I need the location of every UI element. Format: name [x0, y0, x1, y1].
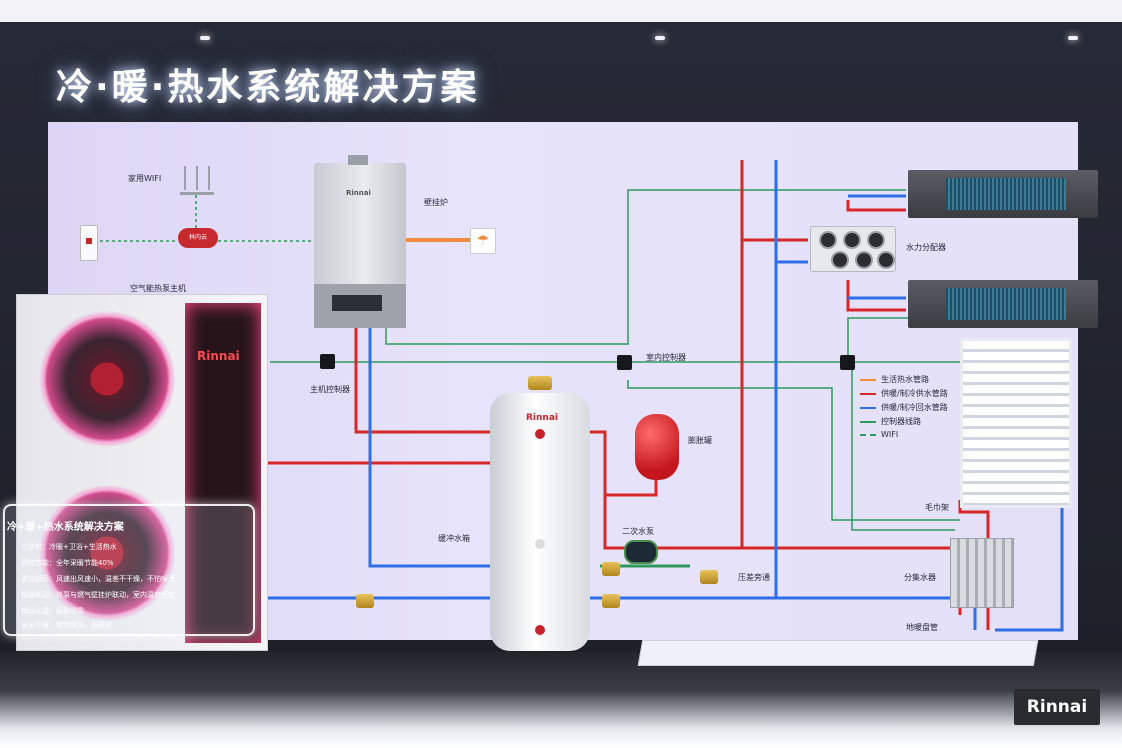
label-home-wifi: 家用WIFI: [128, 174, 162, 183]
label-indoor-controller: 室内控制器: [646, 353, 686, 362]
legend-item-wifi: WIFI: [860, 430, 898, 440]
label-water-distributor: 水力分配器: [906, 243, 946, 252]
heat-pump-fan-upper: [39, 311, 175, 447]
zone-controller: [840, 355, 855, 370]
air-source-heat-pump: Rinnai: [16, 294, 268, 651]
towel-rack: [960, 338, 1072, 508]
fan-coil-unit-lower: [908, 280, 1098, 328]
label-buffer-tank: 缓冲水箱: [438, 534, 470, 543]
label-host-controller: 主机控制器: [310, 385, 350, 394]
shower-icon: ☂: [470, 228, 496, 254]
brass-valve: [356, 594, 374, 608]
legend-item-return: 供暖/制冷回水管路: [860, 402, 948, 412]
expansion-tank: [635, 414, 679, 480]
fan-coil-unit-upper: [908, 170, 1098, 218]
heat-pump-interior: [185, 303, 261, 643]
secondary-pump: [624, 540, 658, 564]
ceiling-spotlight: [200, 36, 210, 40]
water-distributor: [810, 226, 896, 272]
boiler-display: [332, 295, 382, 311]
tank-fitting: [535, 539, 545, 549]
label-bypass: 压差旁通: [738, 573, 770, 582]
corner-logo: Rinnai: [1014, 689, 1100, 725]
buffer-tank: Rinnai: [490, 393, 590, 651]
floor-manifold: [950, 538, 1014, 608]
indoor-controller: [617, 355, 632, 370]
label-manifold: 分集水器: [904, 573, 936, 582]
ceiling: [0, 0, 1122, 22]
info-card-line: 智能联动：热泵与燃气壁挂炉联动，室内温度恒定: [21, 591, 175, 599]
wall-hung-boiler: Rinnai: [314, 163, 406, 328]
bypass-valve: [700, 570, 718, 584]
boiler-panel: [314, 284, 406, 328]
info-card-line: 安全环保：绿色能源，低排放: [21, 621, 112, 629]
info-card-line: 更加舒适：风速出风速小，温差不干燥，不怕噪音: [21, 575, 175, 583]
brass-valve: [602, 562, 620, 576]
boiler-flue: [348, 155, 368, 165]
legend-item-hot-water: 生活热水管路: [860, 374, 929, 384]
headline: 冷·暖·热水系统解决方案: [56, 67, 480, 108]
label-floor-coil: 地暖盘管: [906, 623, 938, 632]
label-secondary-pump: 二次水泵: [622, 527, 654, 536]
tank-logo: Rinnai: [526, 413, 558, 423]
boiler-logo: Rinnai: [346, 189, 371, 197]
showroom-floor: [0, 652, 1122, 748]
wifi-router-icon: [180, 166, 214, 195]
cloud-icon: 林内云: [178, 228, 218, 248]
tank-fitting: [535, 429, 545, 439]
brass-valve: [602, 594, 620, 608]
info-card-line: 辅助化霜：智能除霜: [21, 607, 84, 615]
legend-item-control: 控制器线路: [860, 416, 921, 426]
info-card-title: 冷+暖+热水系统解决方案: [7, 522, 124, 533]
ceiling-spotlight: [1068, 36, 1078, 40]
phone-icon: [80, 225, 98, 261]
info-card-line: 三联供：冷暖+卫浴+生活热水: [21, 543, 117, 551]
heat-pump-fan-lower: [39, 485, 175, 621]
label-expansion-tank: 膨胀罐: [688, 436, 712, 445]
tank-top-valve: [528, 376, 552, 390]
label-boiler: 壁挂炉: [424, 198, 448, 207]
floor-heating-display: [637, 640, 1039, 666]
host-controller: [320, 354, 335, 369]
label-heat-pump: 空气能热泵主机: [130, 284, 186, 293]
info-card-line: 高效节能：全年采暖节能40%: [21, 559, 114, 567]
label-towel-rack: 毛巾架: [925, 503, 949, 512]
info-card: 冷+暖+热水系统解决方案 三联供：冷暖+卫浴+生活热水 高效节能：全年采暖节能4…: [3, 504, 255, 636]
legend-item-supply: 供暖/制冷供水管路: [860, 388, 948, 398]
heat-pump-logo: Rinnai: [197, 349, 240, 363]
tank-fitting: [535, 625, 545, 635]
ceiling-spotlight: [655, 36, 665, 40]
